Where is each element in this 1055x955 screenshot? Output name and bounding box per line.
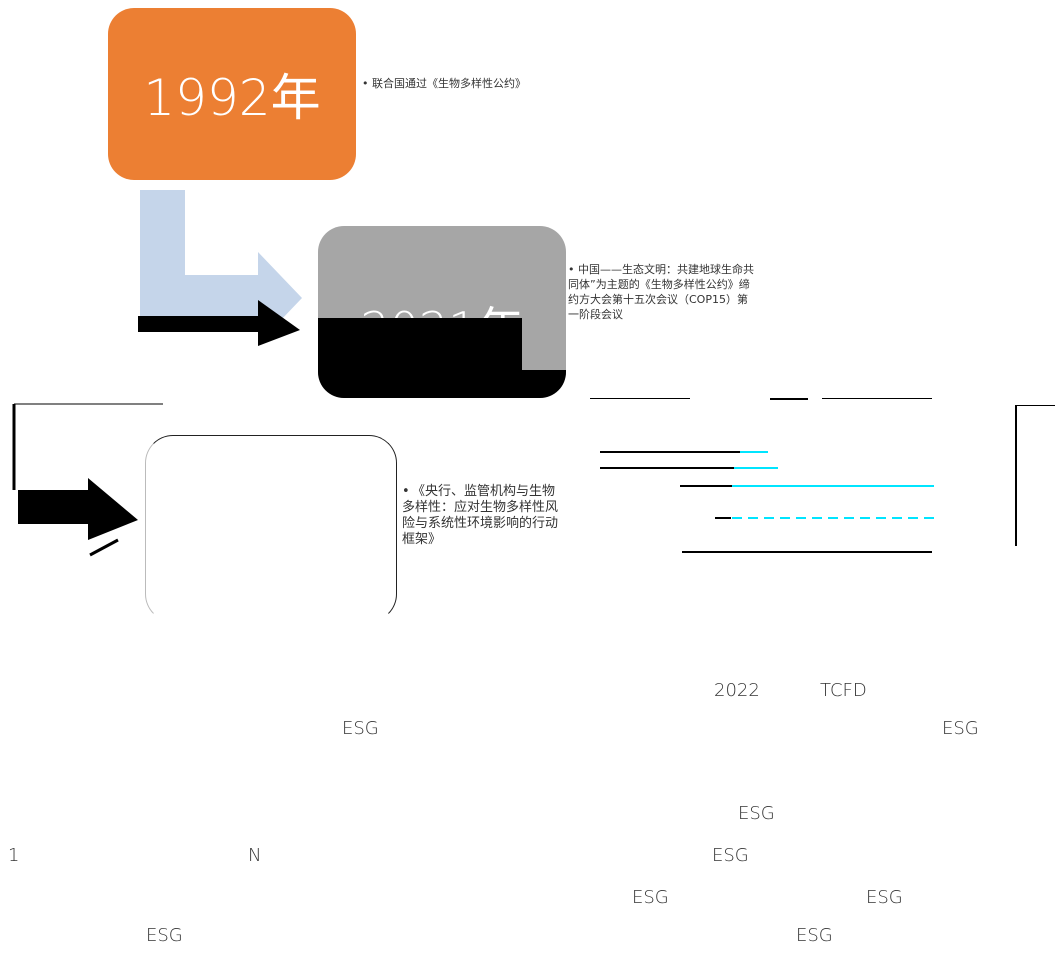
paragraph-word: ESG [866, 887, 903, 908]
artifact-line [734, 467, 778, 469]
artifact-line [732, 517, 936, 519]
elbow-arrow-2 [12, 403, 163, 557]
artifact-line [682, 551, 932, 553]
paragraph-word: ESG [146, 925, 183, 946]
render-artifact [318, 318, 566, 398]
bullet-text-3: •《央行、监管机构与生物多样性：应对生物多样性风险与系统性环境影响的行动框架》 [402, 484, 559, 547]
year-box-1992: 1992年 [108, 8, 356, 180]
year-box-2021: 2021年 [318, 226, 566, 398]
paragraph-word: ESG [796, 925, 833, 946]
artifact-line [740, 451, 768, 453]
elbow-arrow-1 [138, 190, 302, 346]
paragraph-word: TCFD [820, 680, 867, 701]
year-label-1992: 1992年 [143, 69, 321, 127]
artifact-line [770, 398, 808, 400]
paragraph-word: 2022 [714, 680, 760, 701]
paragraph-word: ESG [632, 887, 669, 908]
artifact-line [600, 467, 734, 469]
bullet-1992-text: 联合国通过《生物多样性公约》 [372, 77, 526, 90]
bullet-2021-text: 中国——生态文明：共建地球生命共同体”为主题的《生物多样性公约》缔约方大会第十五… [568, 263, 754, 321]
paragraph-word: ESG [738, 803, 775, 824]
artifact-line [600, 451, 740, 453]
artifact-frame [1015, 405, 1055, 546]
bullet-text-1992: •联合国通过《生物多样性公约》 [362, 77, 526, 90]
paragraph-word: ESG [942, 718, 979, 739]
bullet-text-2021: •中国——生态文明：共建地球生命共同体”为主题的《生物多样性公约》缔约方大会第十… [568, 263, 754, 321]
artifact-line [590, 398, 690, 399]
artifact-line [715, 517, 731, 519]
year-box-3 [145, 435, 397, 622]
bullet-3-text: 《央行、监管机构与生物多样性：应对生物多样性风险与系统性环境影响的行动框架》 [402, 484, 559, 547]
artifact-line [732, 485, 934, 487]
paragraph-word: ESG [712, 845, 749, 866]
artifact-line [822, 398, 932, 399]
artifact-line [680, 485, 732, 487]
paragraph-word: N [248, 845, 262, 866]
paragraph-word: 1 [8, 845, 20, 866]
paragraph-word: ESG [342, 718, 379, 739]
